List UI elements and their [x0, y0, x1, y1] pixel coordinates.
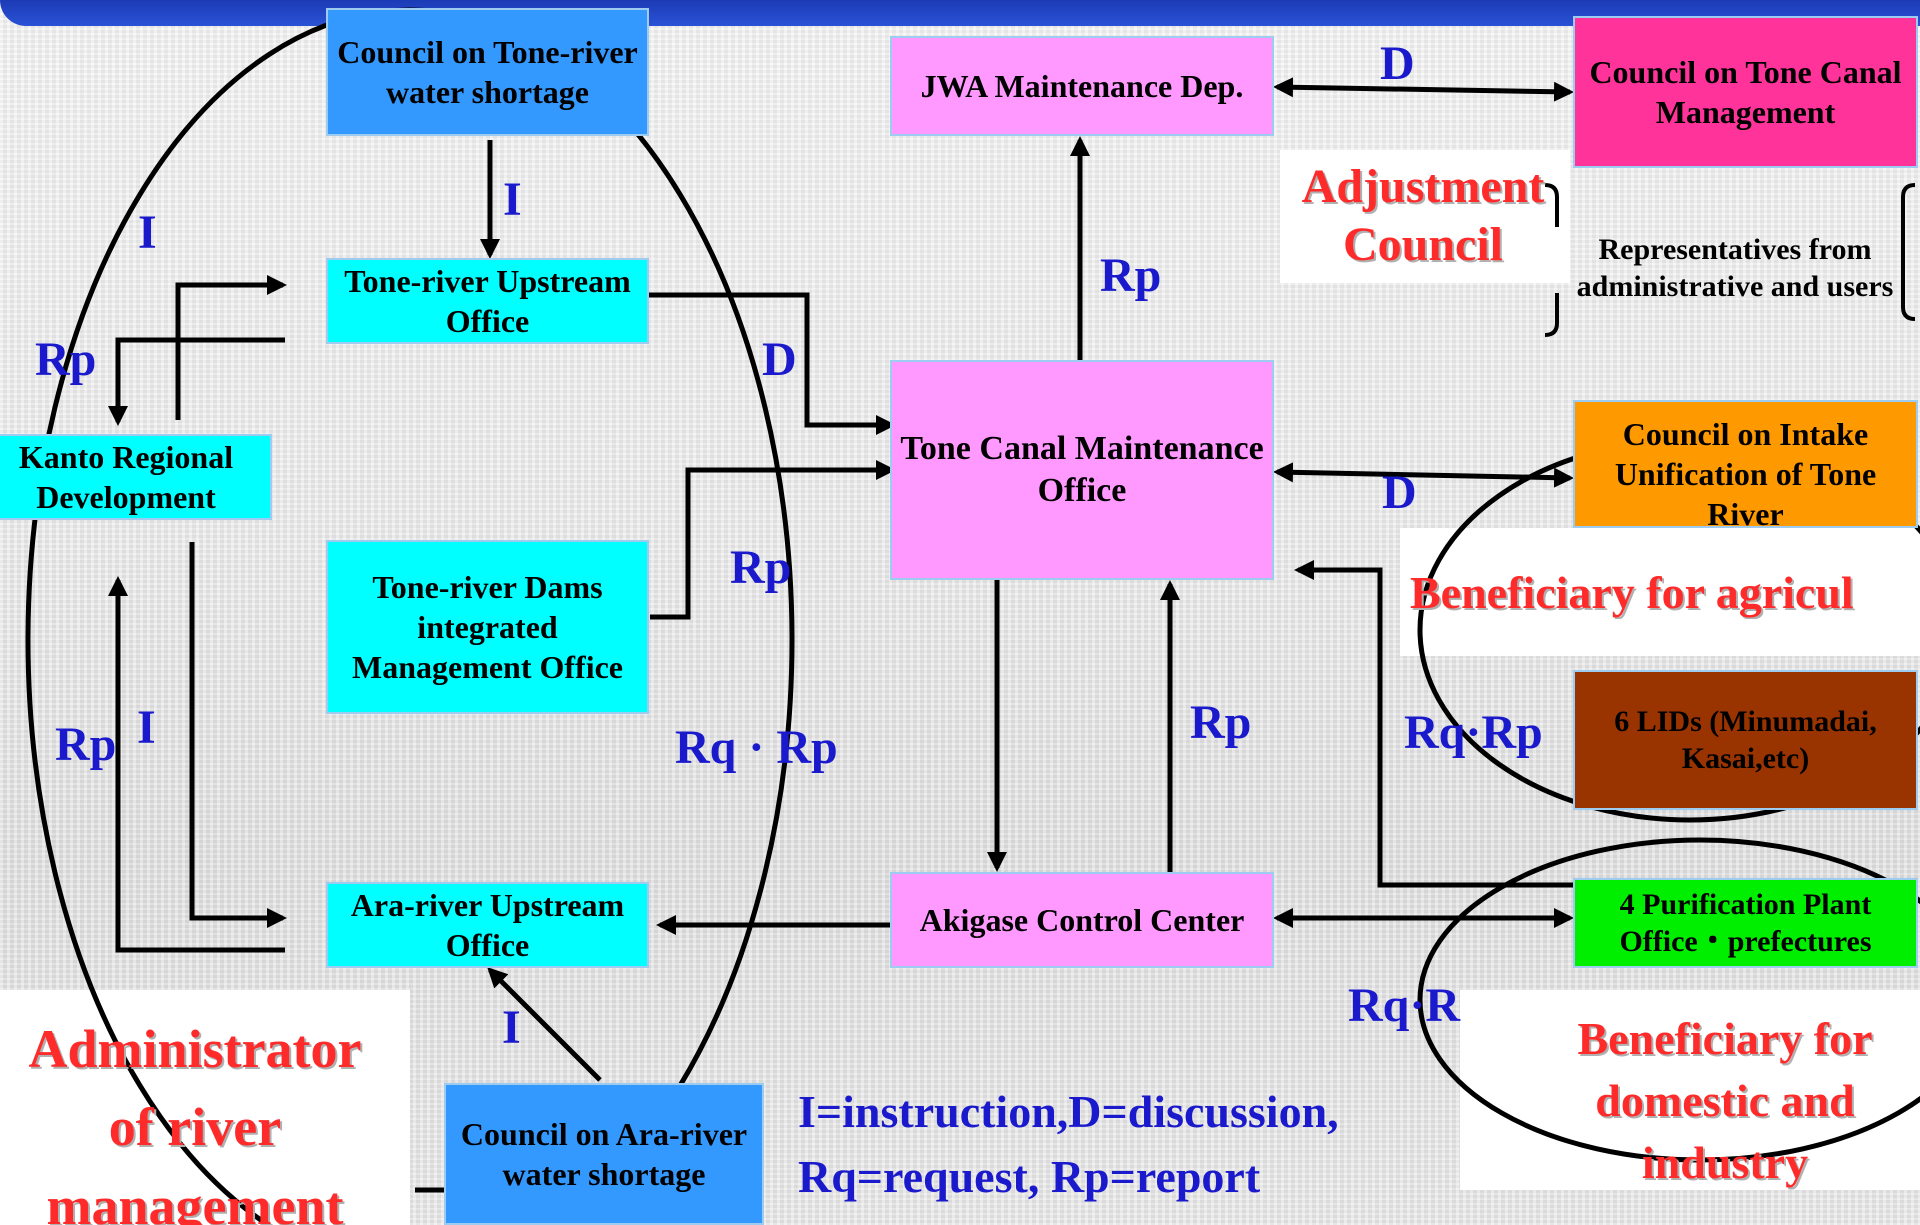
representatives-text: Representatives from administrative and …	[1576, 232, 1894, 304]
label-i-left-top: I	[138, 206, 157, 259]
tone-canal-box: Tone Canal Maintenance Office	[890, 360, 1274, 580]
domestic-ellipse	[1417, 837, 1920, 1163]
label-d-intake: D	[1382, 466, 1417, 519]
akigase-box: Akigase Control Center	[890, 872, 1274, 968]
label-i-ara: I	[502, 1001, 521, 1054]
label-rp-akigase: Rp	[1190, 696, 1252, 749]
tone-upstream-box: Tone-river Upstream Office	[326, 258, 649, 344]
administrator-panel	[0, 990, 410, 1225]
purification-box: 4 Purification Plant Office・prefectures	[1573, 878, 1918, 968]
label-rq-r-purification: Rq·R	[1348, 979, 1461, 1032]
lids-box: 6 LIDs (Minumadai, Kasai,etc)	[1573, 670, 1918, 810]
label-rp-left-top: Rp	[35, 333, 97, 386]
adjustment-panel	[1280, 150, 1570, 283]
council-ara-box: Council on Ara-river water shortage	[444, 1083, 764, 1225]
domestic-panel	[1460, 990, 1920, 1190]
label-rq-rp-center: Rq · Rp	[675, 721, 838, 774]
label-rq-rp-lids: Rq·Rp	[1404, 706, 1543, 759]
label-i-shortage: I	[503, 173, 522, 226]
council-tone-shortage-box: Council on Tone-river water shortage	[326, 8, 649, 136]
beneficiary-agriculture-heading: Beneficiary for agricul	[1410, 567, 1854, 618]
label-rp-left-bottom: Rp	[55, 718, 117, 771]
adjustment-council-heading: Adjustment Council	[1301, 160, 1545, 271]
beneficiary-domestic-heading: Beneficiary for domestic and industry	[1577, 1013, 1873, 1189]
council-tone-canal-box: Council on Tone Canal Management	[1573, 16, 1918, 168]
label-i-left-bottom: I	[137, 701, 156, 754]
label-rp-jwa: Rp	[1100, 249, 1162, 302]
kanto-box: Kanto Regional Development	[0, 434, 272, 520]
label-rp-dams: Rp	[730, 541, 792, 594]
agri-panel	[1400, 528, 1920, 656]
tone-dams-box: Tone-river Dams integrated Management Of…	[326, 540, 649, 714]
legend-line-1: I=instruction,D=discussion,	[798, 1086, 1339, 1137]
label-d-jwa: D	[1380, 37, 1415, 90]
jwa-box: JWA Maintenance Dep.	[890, 36, 1274, 136]
ara-upstream-box: Ara-river Upstream Office	[326, 882, 649, 968]
council-intake-box: Council on Intake Unification of Tone Ri…	[1573, 400, 1918, 528]
label-d-tone-upstream: D	[762, 333, 797, 386]
legend-line-2: Rq=request, Rp=report	[798, 1151, 1261, 1202]
administrator-heading: Administrator of river management	[28, 1019, 362, 1225]
